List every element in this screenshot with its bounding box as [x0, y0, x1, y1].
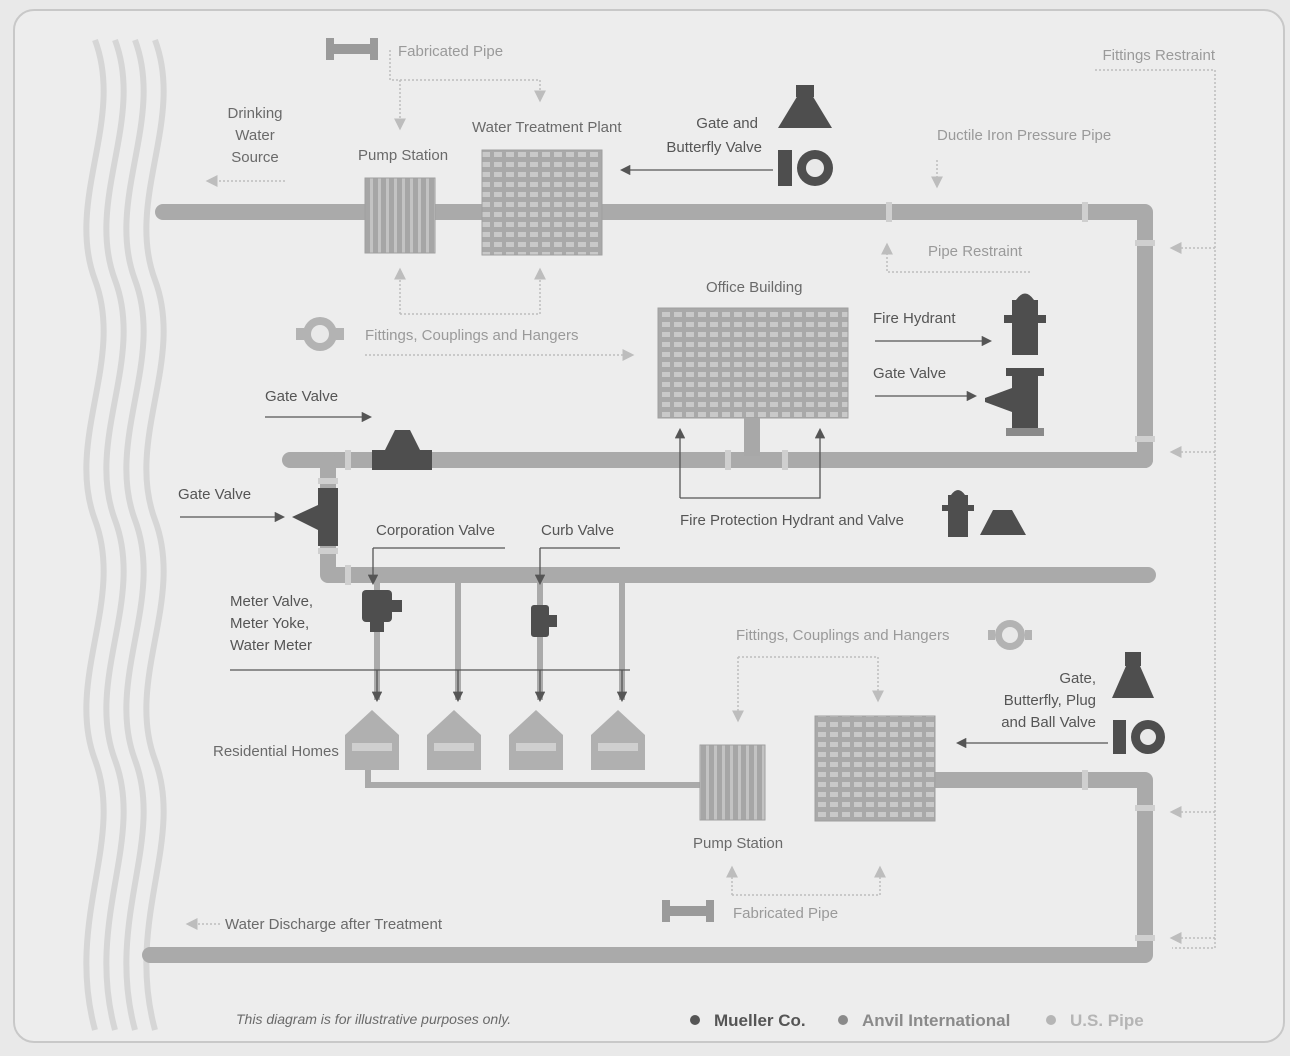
fire-protection-label: Fire Protection Hydrant and Valve	[680, 512, 904, 529]
legend-swatch-anvil	[838, 1015, 848, 1025]
corporation-valve-label: Corporation Valve	[376, 522, 495, 539]
gate-multi-label: and Ball Valve	[1001, 714, 1096, 731]
main-bottom-pipe	[142, 772, 1153, 963]
butterfly-valve-icon	[778, 150, 833, 186]
fabricated-pipe-label: Fabricated Pipe	[733, 905, 838, 922]
labels: Fabricated Pipe Fittings Restraint Drink…	[178, 43, 1216, 1027]
gate-valve-label: Gate Valve	[873, 365, 946, 382]
gate-valve-icon	[372, 430, 432, 470]
meter-icon	[362, 590, 402, 632]
drinking-water-label: Source	[231, 149, 279, 166]
legend-label-mueller: Mueller Co.	[714, 1011, 806, 1030]
office-building	[657, 307, 849, 456]
curb-valve-label: Curb Valve	[541, 522, 614, 539]
pump-station-top	[364, 177, 436, 254]
meter-label: Meter Yoke,	[230, 615, 309, 632]
house-icon	[345, 710, 399, 770]
drinking-water-label: Water	[235, 127, 274, 144]
gate-valve-icon	[778, 85, 832, 128]
dark-connectors	[180, 164, 1108, 749]
pipe-joints	[318, 202, 1155, 941]
house-icon	[427, 710, 481, 770]
legend-swatch-uspipe	[1046, 1015, 1056, 1025]
meter-label: Water Meter	[230, 637, 312, 654]
legend-label-uspipe: U.S. Pipe	[1070, 1011, 1144, 1030]
meter-icon	[531, 605, 557, 637]
office-building-label: Office Building	[706, 279, 802, 296]
gate-valve-icon	[980, 510, 1026, 535]
disclaimer: This diagram is for illustrative purpose…	[236, 1011, 511, 1027]
ductile-iron-label: Ductile Iron Pressure Pipe	[937, 127, 1111, 144]
water-discharge-label: Water Discharge after Treatment	[225, 916, 443, 933]
fittings-restraint-label: Fittings Restraint	[1102, 47, 1215, 64]
legend-swatch-mueller	[690, 1015, 700, 1025]
water-treatment-plant	[481, 149, 603, 256]
coupling-icon	[296, 317, 344, 351]
pump-station-label: Pump Station	[358, 147, 448, 164]
fittings-couplings-label: Fittings, Couplings and Hangers	[365, 327, 578, 344]
legend-label-anvil: Anvil International	[862, 1011, 1010, 1030]
legend: Mueller Co. Anvil International U.S. Pip…	[690, 1011, 1144, 1030]
pipe-icon	[662, 900, 714, 922]
treatment-plant-bottom	[814, 715, 936, 822]
fire-hydrant-icon	[1004, 293, 1046, 355]
drinking-water-label: Drinking	[227, 105, 282, 122]
fabricated-pipe-label: Fabricated Pipe	[398, 43, 503, 60]
gate-valve-icon	[1112, 652, 1154, 698]
gate-butterfly-label: Gate and	[696, 115, 758, 132]
wave-icon	[83, 38, 167, 1031]
pump-station-label: Pump Station	[693, 835, 783, 852]
residential-homes-label: Residential Homes	[213, 743, 339, 760]
gate-valve-label: Gate Valve	[178, 486, 251, 503]
pipe-restraint-label: Pipe Restraint	[928, 243, 1023, 260]
gate-valve-icon	[985, 368, 1044, 436]
pump-station-bottom	[699, 744, 766, 821]
gate-multi-label: Butterfly, Plug	[1004, 692, 1096, 709]
fire-hydrant-icon	[942, 490, 974, 537]
house-icon	[509, 710, 563, 770]
house-icon	[591, 710, 645, 770]
gate-multi-label: Gate,	[1059, 670, 1096, 687]
diagram-frame	[13, 9, 1285, 1043]
fittings-couplings-label: Fittings, Couplings and Hangers	[736, 627, 949, 644]
gate-valve-icon	[292, 488, 338, 546]
coupling-icon	[988, 620, 1032, 650]
gate-valve-label: Gate Valve	[265, 388, 338, 405]
water-treatment-plant-label: Water Treatment Plant	[472, 119, 622, 136]
pipe-icon	[326, 38, 378, 60]
gate-butterfly-label: Butterfly Valve	[666, 139, 762, 156]
meter-label: Meter Valve,	[230, 593, 313, 610]
fire-hydrant-label: Fire Hydrant	[873, 310, 956, 327]
butterfly-valve-icon	[1113, 720, 1165, 754]
light-connectors	[185, 50, 1216, 949]
